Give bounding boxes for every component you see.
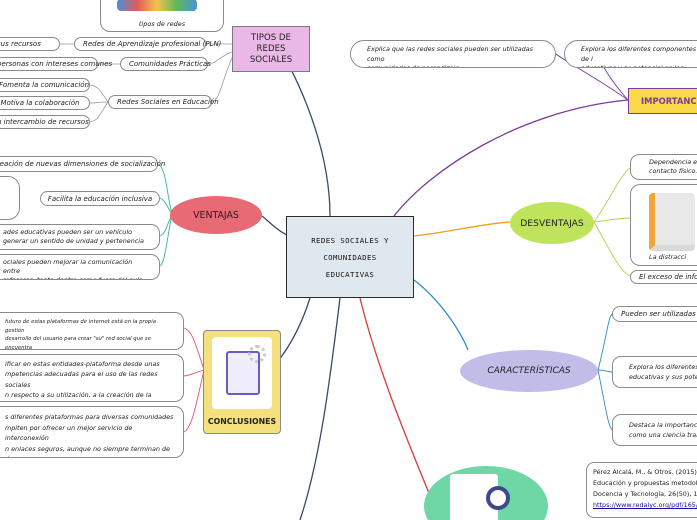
leaf-motiva-colaboracion-label: Motiva la colaboración xyxy=(0,99,80,107)
ventaja-socializacion[interactable]: creación de nuevas dimensiones de social… xyxy=(0,156,165,172)
gear-icon xyxy=(248,345,266,363)
leaf-intercambio-recursos-label: n intercambio de recursos xyxy=(0,118,89,126)
tipos-image: tipos de redes xyxy=(100,0,224,32)
conclusion-plataformas-label: s diferentes plataformas para diversas c… xyxy=(5,413,174,457)
desventaja-dependencia-label: Dependencia el contacto físico. xyxy=(649,158,697,176)
importancia-comunidades-label: Explica que las redes sociales pueden se… xyxy=(367,45,533,67)
ventaja-inclusiva[interactable]: Facilita la educación inclusiva xyxy=(40,191,160,206)
desventaja-exceso-label: El exceso de infor xyxy=(639,273,697,281)
leaf-intereses-comunes-label: personas con intereses comunes xyxy=(0,60,113,68)
ventaja-image-placeholder xyxy=(0,176,20,220)
caracteristica-componentes-label: Explora los diferentes c educativas y su… xyxy=(629,363,697,381)
referencia-link[interactable]: https://www.redalyc.org/pdf/165/165 xyxy=(593,501,697,509)
importancia-comunidades[interactable]: Explica que las redes sociales pueden se… xyxy=(350,40,556,68)
desventaja-distraccion-label: La distracci xyxy=(649,253,687,261)
branch-caracteristicas[interactable]: CARACTERÍSTICAS xyxy=(460,350,598,392)
referencia-line-2: Educación y propuestas metodológi xyxy=(593,479,697,487)
conclusiones-illustration xyxy=(212,337,272,409)
central-topic-label: REDES SOCIALES Y COMUNIDADES EDUCATIVAS xyxy=(311,235,389,279)
leaf-intereses-comunes[interactable]: personas con intereses comunes xyxy=(0,57,112,71)
caracteristica-utilizadas-label: Pueden ser utilizadas com xyxy=(621,310,697,318)
subtopic-pln-label: Redes de Aprendizaje profesional (PLN) xyxy=(83,40,222,48)
distraction-illustration-icon xyxy=(649,193,695,251)
magnifier-icon xyxy=(486,486,510,510)
branch-importancia-label: IMPORTANCIA xyxy=(641,96,697,106)
ventaja-socializacion-label: creación de nuevas dimensiones de social… xyxy=(0,160,166,168)
caracteristica-ciencia-label: Destaca la importancia como una ciencia … xyxy=(629,421,697,439)
branch-ventajas[interactable]: VENTAJAS xyxy=(170,196,262,234)
branch-tipos[interactable]: TIPOS DE REDES SOCIALES xyxy=(232,26,310,72)
desventaja-dependencia[interactable]: Dependencia el contacto físico. xyxy=(630,154,697,180)
conclusion-plataformas[interactable]: s diferentes plataformas para diversas c… xyxy=(0,406,184,458)
caracteristica-utilizadas[interactable]: Pueden ser utilizadas com xyxy=(612,306,697,322)
ventaja-comunicacion-label: ociales pueden mejorar la comunicación e… xyxy=(3,258,143,280)
tipos-image-caption: tipos de redes xyxy=(138,20,186,28)
ventaja-unidad-label: ades educativas pueden ser un vehículo g… xyxy=(3,228,144,245)
referencia-box[interactable]: Pérez Alcalá, M., & Otros. (2015). Educa… xyxy=(586,462,697,518)
importancia-componentes-label: Explora los diferentes componentes de l … xyxy=(581,45,697,67)
leaf-intercambio-recursos[interactable]: n intercambio de recursos xyxy=(0,115,90,129)
leaf-sus-recursos[interactable]: sus recursos xyxy=(0,37,60,51)
leaf-fomenta-comunicacion-label: Fomenta la comunicación xyxy=(0,81,90,89)
referencia-line-1: Pérez Alcalá, M., & Otros. (2015). xyxy=(593,468,697,476)
caracteristica-componentes[interactable]: Explora los diferentes c educativas y su… xyxy=(612,356,697,388)
subtopic-redes-educacion-label: Redes Sociales en Educación xyxy=(117,98,219,106)
subtopic-redes-educacion[interactable]: Redes Sociales en Educación xyxy=(108,95,219,109)
conclusion-futuro-label: futuro de estas plataformas de internet … xyxy=(5,319,156,350)
subtopic-comunidades-practicas[interactable]: Comunidades Prácticas xyxy=(120,57,211,71)
branch-caracteristicas-label: CARACTERÍSTICAS xyxy=(487,366,571,376)
leaf-sus-recursos-label: sus recursos xyxy=(0,40,41,48)
referencia-line-3: Docencia y Tecnología, 26(50), 186 xyxy=(593,490,697,498)
conclusion-competencias[interactable]: ificar en estas entidades-plataforma des… xyxy=(0,354,184,402)
branch-tipos-label: TIPOS DE REDES SOCIALES xyxy=(249,32,293,65)
leaf-motiva-colaboracion[interactable]: Motiva la colaboración xyxy=(0,96,90,110)
branch-desventajas[interactable]: DESVENTAJAS xyxy=(510,202,594,244)
ventaja-unidad[interactable]: ades educativas pueden ser un vehículo g… xyxy=(0,224,160,250)
conclusion-competencias-label: ificar en estas entidades-plataforma des… xyxy=(5,360,160,400)
ventaja-inclusiva-label: Facilita la educación inclusiva xyxy=(47,194,153,203)
desventaja-distraccion[interactable]: La distracci xyxy=(630,184,697,266)
leaf-fomenta-comunicacion[interactable]: Fomenta la comunicación xyxy=(0,78,90,92)
caracteristica-ciencia[interactable]: Destaca la importancia como una ciencia … xyxy=(612,414,697,446)
importancia-componentes[interactable]: Explora los diferentes componentes de l … xyxy=(564,40,697,68)
branch-conclusiones[interactable]: CONCLUSIONES xyxy=(203,330,281,434)
network-illustration-icon xyxy=(117,0,197,11)
branch-ventajas-label: VENTAJAS xyxy=(193,209,239,221)
branch-conclusiones-label: CONCLUSIONES xyxy=(207,417,277,426)
desventaja-exceso[interactable]: El exceso de infor xyxy=(630,270,697,284)
branch-importancia[interactable]: IMPORTANCIA xyxy=(628,88,697,114)
conclusion-futuro[interactable]: futuro de estas plataformas de internet … xyxy=(0,312,184,350)
subtopic-pln[interactable]: Redes de Aprendizaje profesional (PLN) xyxy=(74,37,221,51)
ventaja-comunicacion[interactable]: ociales pueden mejorar la comunicación e… xyxy=(0,254,160,280)
subtopic-comunidades-practicas-label: Comunidades Prácticas xyxy=(129,60,211,68)
central-topic[interactable]: REDES SOCIALES Y COMUNIDADES EDUCATIVAS xyxy=(286,216,414,298)
branch-desventajas-label: DESVENTAJAS xyxy=(520,217,584,229)
